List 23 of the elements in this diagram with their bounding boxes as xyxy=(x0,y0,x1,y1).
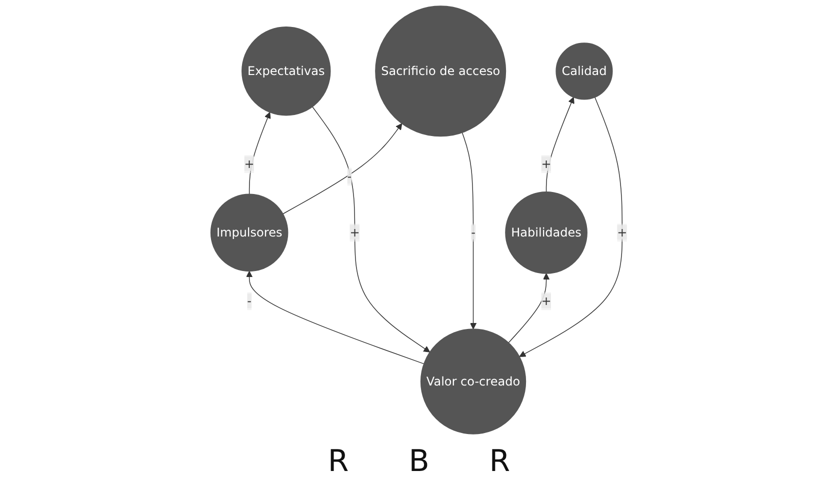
loop-label: R xyxy=(489,444,510,479)
node-circle: Impulsores xyxy=(210,194,288,272)
node-circle: Calidad xyxy=(556,42,613,100)
arrow xyxy=(546,96,574,192)
node-circle: Expectativas xyxy=(242,26,331,116)
edge-label: + xyxy=(541,294,552,308)
arrow xyxy=(312,106,430,352)
edge-label: + xyxy=(350,225,360,240)
arrow xyxy=(519,96,623,357)
node-circle: Habilidades xyxy=(505,192,588,274)
node-circle: Sacrificio de acceso xyxy=(375,6,506,137)
loop-label: B xyxy=(408,444,430,479)
arrow xyxy=(508,273,550,344)
loop-label: R xyxy=(328,444,349,479)
edge-label: - xyxy=(471,225,476,240)
arrow xyxy=(282,123,402,214)
edge-label: + xyxy=(244,156,254,171)
edge-label: + xyxy=(541,156,552,171)
edge-label: - xyxy=(247,294,252,308)
arrow xyxy=(248,112,271,195)
node-circle: Valor co-creado xyxy=(420,328,526,434)
edge-label: + xyxy=(617,225,628,240)
edge-label: - xyxy=(347,169,352,184)
